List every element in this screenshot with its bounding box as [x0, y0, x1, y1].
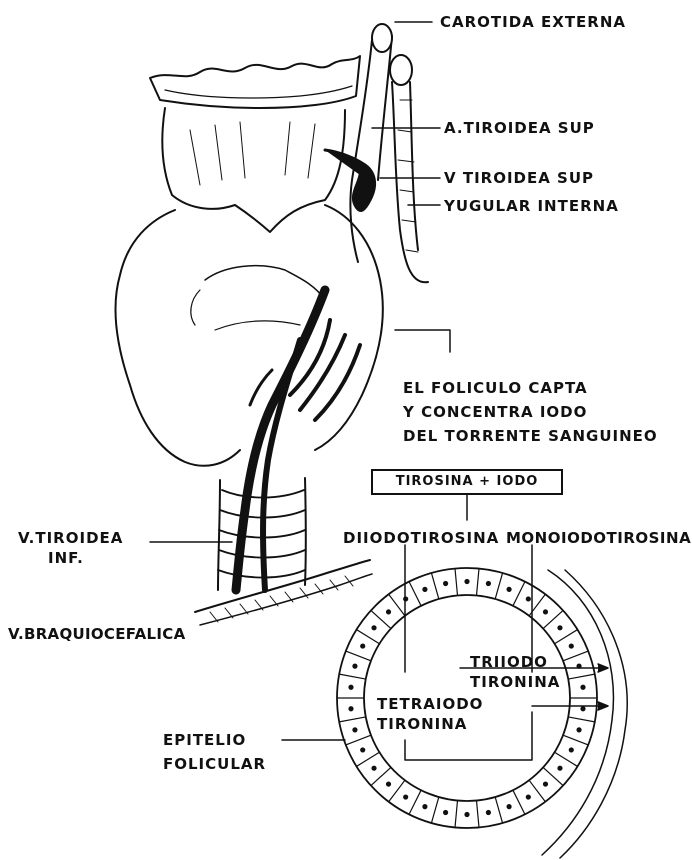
- thyroid-left-lobe: [115, 210, 240, 466]
- label-triiodo-1: TRIIODO: [470, 652, 548, 672]
- thyroid-right-lobe: [315, 205, 383, 450]
- cell-nucleus: [507, 587, 511, 591]
- label-epitelio-2: FOLICULAR: [163, 754, 266, 774]
- cell-nucleus: [349, 707, 353, 711]
- label-tetraiodo-1: TETRAIODO: [377, 694, 483, 714]
- label-a-tiroidea-sup: A.TIROIDEA SUP: [444, 118, 595, 138]
- cell-nucleus: [404, 795, 408, 799]
- cell-nucleus: [558, 766, 562, 770]
- label-v-tiroidea-inf-2: INF.: [48, 548, 84, 568]
- cell-nucleus: [444, 581, 448, 585]
- cell-nucleus: [444, 811, 448, 815]
- cell-nucleus: [543, 782, 547, 786]
- label-epitelio-1: EPITELIO: [163, 730, 246, 750]
- cell-nucleus: [372, 626, 376, 630]
- cell-nucleus: [361, 748, 365, 752]
- cell-nucleus: [353, 728, 357, 732]
- cell-nucleus: [361, 644, 365, 648]
- label-carotida-externa: CAROTIDA EXTERNA: [440, 12, 626, 32]
- v-braquiocefalica-vessel: [195, 560, 370, 612]
- cell-nucleus: [569, 748, 573, 752]
- thyroid-cartilage: [162, 108, 345, 232]
- cell-nucleus: [349, 685, 353, 689]
- label-yugular-interna: YUGULAR INTERNA: [444, 196, 619, 216]
- cell-nucleus: [486, 811, 490, 815]
- cell-nucleus: [486, 581, 490, 585]
- cell-nucleus: [569, 644, 573, 648]
- label-foliculo-2: Y CONCENTRA IODO: [403, 402, 587, 422]
- cell-nucleus: [558, 626, 562, 630]
- cell-nucleus: [577, 728, 581, 732]
- label-foliculo-3: DEL TORRENTE SANGUINEO: [403, 426, 658, 446]
- label-diiodotirosina: DIIODOTIROSINA: [343, 528, 499, 548]
- cell-nucleus: [387, 782, 391, 786]
- cell-nucleus: [465, 580, 469, 584]
- label-v-tiroidea-inf-1: V.TIROIDEA: [18, 528, 123, 548]
- label-v-tiroidea-sup: V TIROIDEA SUP: [444, 168, 594, 188]
- hyoid-bone: [150, 56, 360, 108]
- cell-nucleus: [543, 610, 547, 614]
- cell-nucleus: [372, 766, 376, 770]
- label-tetraiodo-2: TIRONINA: [377, 714, 467, 734]
- cell-nucleus: [581, 685, 585, 689]
- cell-nucleus: [353, 664, 357, 668]
- carotida-externa: [350, 40, 372, 262]
- cell-nucleus: [526, 597, 530, 601]
- box-tirosina-iodo: TIROSINA + IODO: [371, 469, 563, 495]
- bracket-foliculo: [395, 330, 450, 352]
- label-monoiodotirosina: MONOIODOTIROSINA: [506, 528, 691, 548]
- cell-nucleus: [423, 805, 427, 809]
- cell-nucleus: [465, 813, 469, 817]
- v-tiroidea-inf-vessel: [236, 290, 325, 590]
- label-v-braquiocefalica: V.BRAQUIOCEFALICA: [8, 624, 185, 644]
- cell-nucleus: [581, 707, 585, 711]
- label-triiodo-2: TIRONINA: [470, 672, 560, 692]
- cell-nucleus: [423, 587, 427, 591]
- cell-nucleus: [387, 610, 391, 614]
- label-foliculo-1: EL FOLICULO CAPTA: [403, 378, 588, 398]
- cell-nucleus: [526, 795, 530, 799]
- cell-nucleus: [507, 805, 511, 809]
